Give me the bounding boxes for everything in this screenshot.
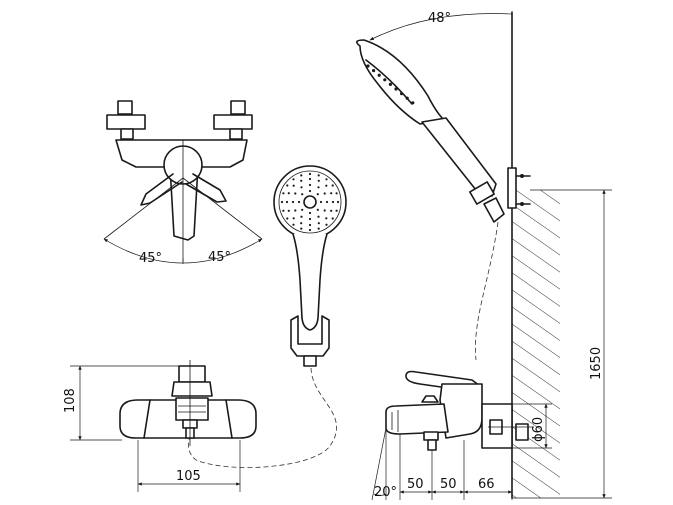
shower-side-nozzles: [366, 64, 415, 105]
side-view-assembly: 48° 1650: [356, 11, 612, 501]
nozzle-dot: [323, 192, 326, 195]
nozzle-dot: [325, 223, 328, 226]
nozzle-dot: [335, 209, 338, 212]
nozzle-dot: [317, 179, 320, 182]
nozzle-dot: [301, 208, 304, 211]
nozzle-dot: [308, 177, 312, 181]
length-50b-label: 50: [440, 477, 457, 492]
nozzle-dot: [325, 178, 328, 181]
nozzle-dot: [282, 192, 285, 195]
nozzle-dot: [300, 186, 303, 189]
nozzle-dot: [308, 183, 312, 187]
nozzle-dot: [330, 192, 333, 195]
side-nozzle-dot: [394, 87, 398, 91]
nozzle-dot: [300, 227, 303, 230]
nozzle-dot: [308, 217, 312, 221]
angle-20-label: 20°: [374, 485, 397, 500]
nozzle-dot: [331, 200, 335, 204]
nozzle-dot: [286, 217, 289, 220]
side-nozzle-dot: [405, 96, 409, 100]
nozzle-dot: [300, 215, 303, 218]
nozzle-dot: [316, 193, 319, 196]
shower-nozzles: [280, 172, 340, 232]
nozzle-dot: [287, 192, 290, 195]
nozzle-dot: [308, 228, 312, 232]
hand-shower: [273, 165, 347, 367]
nozzle-dot: [317, 227, 320, 230]
nozzle-dot: [335, 192, 338, 195]
shower-angle-label: 48°: [428, 11, 451, 26]
side-nozzle-dot: [388, 82, 392, 86]
nozzle-dot: [325, 184, 328, 187]
nozzle-dot: [330, 209, 333, 212]
nozzle-dot: [292, 223, 295, 226]
side-nozzle-dot: [411, 101, 415, 105]
nozzle-dot: [282, 209, 285, 212]
nozzle-dot: [325, 200, 329, 204]
nozzle-dot: [308, 189, 312, 193]
nozzle-dot: [317, 222, 320, 225]
side-nozzle-dot: [383, 78, 387, 82]
hose: [187, 367, 337, 468]
height-108-label: 108: [63, 388, 78, 413]
nozzle-dot: [325, 217, 328, 220]
angle-right-label: 45°: [208, 250, 231, 265]
width-105-label: 105: [176, 469, 201, 484]
nozzle-dot: [300, 179, 303, 182]
nozzle-dot: [292, 217, 295, 220]
side-nozzle-dot: [366, 64, 370, 68]
nozzle-dot: [292, 178, 295, 181]
nozzle-dot: [291, 200, 295, 204]
nozzle-dot: [336, 200, 340, 204]
nozzle-dot: [316, 208, 319, 211]
side-nozzle-dot: [400, 92, 404, 96]
nozzle-dot: [297, 200, 301, 204]
side-nozzle-dot: [377, 73, 381, 77]
nozzle-dot: [294, 209, 297, 212]
diameter-60-label: ϕ60: [531, 417, 546, 442]
nozzle-dot: [331, 184, 334, 187]
nozzle-dot: [319, 200, 323, 204]
nozzle-dot: [317, 186, 320, 189]
front-view-mixer: 45° 45°: [103, 100, 263, 266]
nozzle-dot: [286, 184, 289, 187]
nozzle-dot: [294, 192, 297, 195]
nozzle-dot: [300, 174, 303, 177]
nozzle-dot: [287, 209, 290, 212]
length-50a-label: 50: [407, 477, 424, 492]
length-66-label: 66: [478, 477, 495, 492]
nozzle-dot: [308, 211, 312, 215]
side-nozzle-dot: [372, 69, 376, 73]
nozzle-dot: [308, 172, 312, 176]
angle-left-label: 45°: [139, 251, 162, 266]
nozzle-dot: [317, 174, 320, 177]
nozzle-dot: [331, 217, 334, 220]
nozzle-dot: [323, 209, 326, 212]
nozzle-dot: [292, 184, 295, 187]
nozzle-dot: [308, 223, 312, 227]
plan-view-mixer: 108 105: [63, 360, 257, 492]
nozzle-dot: [301, 193, 304, 196]
nozzle-dot: [285, 200, 289, 204]
nozzle-dot: [280, 200, 284, 204]
nozzle-dot: [300, 222, 303, 225]
nozzle-dot: [317, 215, 320, 218]
height-1650-label: 1650: [589, 347, 604, 380]
